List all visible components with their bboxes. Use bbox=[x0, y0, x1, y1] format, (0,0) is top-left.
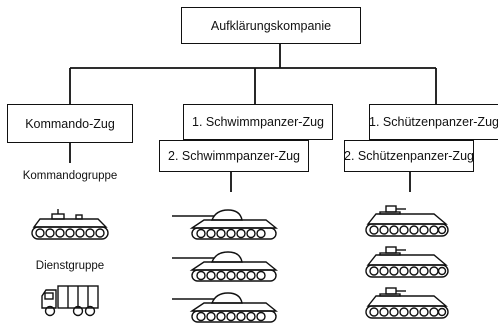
infantry-fighting-vehicle-icon bbox=[365, 287, 449, 319]
ifv-platoon-1-box: 1. Schützenpanzer-Zug bbox=[369, 104, 498, 140]
service-group-label: Dienstgruppe bbox=[35, 260, 105, 272]
amphibious-platoon-1-box: 1. Schwimmpanzer-Zug bbox=[183, 104, 333, 140]
amphibious-platoon-1-label: 1. Schwimmpanzer-Zug bbox=[192, 115, 324, 129]
command-group-label: Kommandogruppe bbox=[22, 170, 118, 182]
infantry-fighting-vehicle-icon bbox=[365, 205, 449, 237]
ifv-platoon-1-label: 1. Schützenpanzer-Zug bbox=[369, 115, 498, 129]
command-platoon-box: Kommando-Zug bbox=[7, 104, 133, 143]
amphibious-platoon-2-box: 2. Schwimmpanzer-Zug bbox=[159, 140, 309, 172]
tracked-armored-vehicle-icon bbox=[31, 209, 109, 240]
amphibious-tank-icon bbox=[172, 251, 278, 282]
company-label: Aufklärungskompanie bbox=[210, 18, 332, 33]
company-box: Aufklärungskompanie bbox=[181, 7, 361, 44]
amphibious-platoon-2-label: 2. Schwimmpanzer-Zug bbox=[168, 149, 300, 163]
amphibious-tank-icon bbox=[172, 292, 278, 323]
truck-icon bbox=[41, 285, 99, 317]
infantry-fighting-vehicle-icon bbox=[365, 246, 449, 278]
command-platoon-label: Kommando-Zug bbox=[25, 116, 115, 131]
amphibious-tank-icon bbox=[172, 209, 278, 240]
ifv-platoon-2-box: 2. Schützenpanzer-Zug bbox=[344, 140, 474, 172]
ifv-platoon-2-label: 2. Schützenpanzer-Zug bbox=[344, 149, 474, 163]
